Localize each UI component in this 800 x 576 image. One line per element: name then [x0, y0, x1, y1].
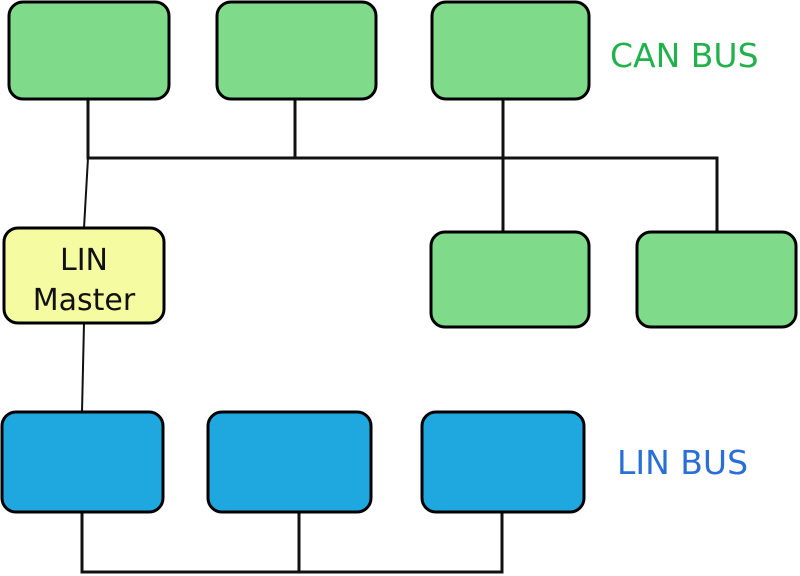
lin-master-label-line1: LIN — [60, 243, 108, 278]
can-node-3 — [430, 0, 591, 101]
can-node-1 — [7, 0, 171, 101]
lin-master-to-lin-bus-link — [81, 322, 85, 413]
can-bus-label: CAN BUS — [610, 36, 759, 75]
can-node-2 — [215, 0, 378, 101]
lin-bus-wiring — [80, 322, 504, 574]
can-node-5 — [635, 230, 798, 329]
lin-master-box — [2, 226, 166, 325]
lin-master-node: LIN Master — [2, 226, 166, 325]
lin-node-3 — [420, 410, 586, 514]
can-node-4 — [429, 230, 591, 329]
lin-bus-label: LIN BUS — [617, 443, 748, 482]
lin-master-label-line2: Master — [33, 283, 136, 318]
can-to-lin-master-link — [83, 157, 89, 229]
lin-node-1 — [0, 410, 165, 514]
lin-nodes — [0, 410, 586, 514]
lin-node-2 — [206, 410, 373, 514]
can-nodes — [7, 0, 798, 329]
can-bus-wiring — [83, 97, 719, 234]
